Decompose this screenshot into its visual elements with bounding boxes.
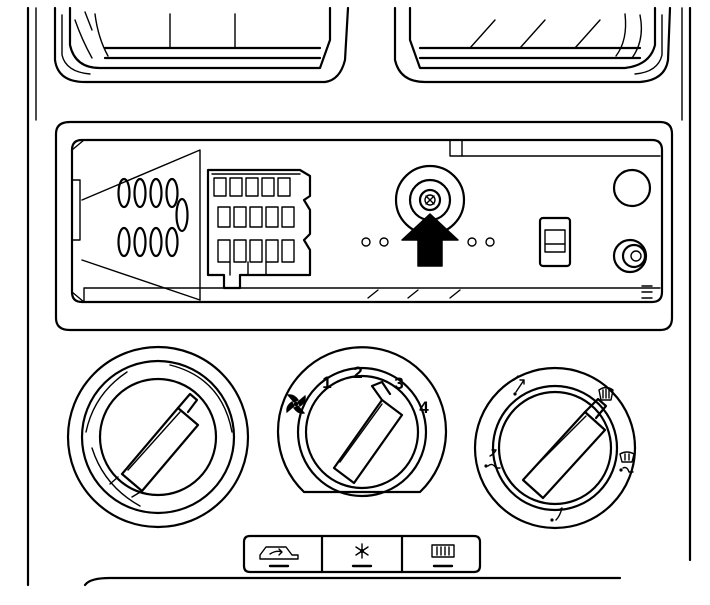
rear-window-heater-icon xyxy=(431,544,455,568)
right-air-vent xyxy=(393,6,672,84)
recirculation-car-icon xyxy=(259,546,299,568)
left-air-vent xyxy=(53,6,350,84)
fan-off-icon xyxy=(286,394,306,414)
button-strip xyxy=(242,534,482,574)
fan-speed-1-label: 1 xyxy=(322,373,331,392)
fan-speed-3-label: 3 xyxy=(394,374,403,393)
radio-right-controls xyxy=(538,168,652,274)
dashboard-frame xyxy=(26,6,692,587)
temperature-knob xyxy=(66,345,250,529)
fan-speed-4-label: 4 xyxy=(419,398,429,417)
indicator-dots xyxy=(361,237,495,247)
face-vent-icon xyxy=(513,375,525,396)
radio-bay xyxy=(54,120,674,332)
face-floor-vent-icon xyxy=(484,449,501,469)
fuse-block xyxy=(206,168,312,290)
fan-speed-knob xyxy=(276,346,448,498)
air-distribution-knob xyxy=(473,366,637,530)
fan-speed-2-label: 2 xyxy=(353,363,362,382)
snowflake-icon xyxy=(351,543,373,568)
up-arrow-icon xyxy=(401,213,459,267)
recirculation-button[interactable] xyxy=(246,538,320,570)
fan-speed-labels: 1 2 3 4 xyxy=(322,363,429,417)
air-conditioning-button[interactable] xyxy=(324,538,400,570)
windshield-defrost-icon xyxy=(598,386,614,401)
defrost-floor-icon xyxy=(619,451,635,473)
rear-defrost-button[interactable] xyxy=(404,538,478,570)
floor-vent-icon xyxy=(550,507,563,522)
connector-grille xyxy=(81,149,201,301)
